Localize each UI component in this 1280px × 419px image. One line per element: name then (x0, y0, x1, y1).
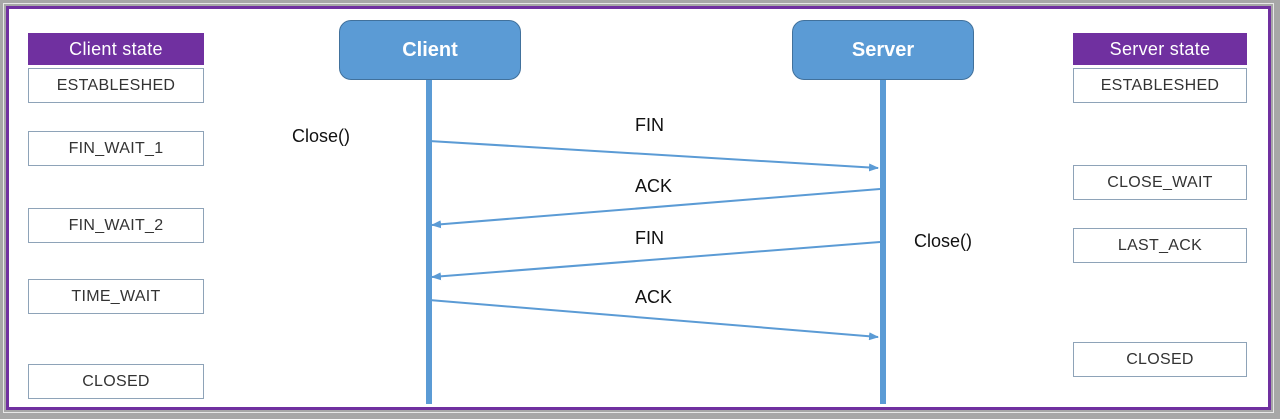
outer-frame (3, 3, 1274, 413)
client-actor: Client (339, 20, 521, 80)
server-actor: Server (792, 20, 974, 80)
message-label-ack-2: ACK (635, 287, 673, 307)
message-label-fin-2: FIN (635, 228, 664, 248)
ack-arrow-client-to-server (428, 299, 879, 341)
server-state-close-wait: CLOSE_WAIT (1073, 165, 1247, 200)
client-state-closed: CLOSED (28, 364, 204, 399)
client-state-established: ESTABLESHED (28, 68, 204, 103)
client-state-fin-wait-1: FIN_WAIT_1 (28, 131, 204, 166)
server-state-last-ack: LAST_ACK (1073, 228, 1247, 263)
ack-arrow-server-to-client (431, 188, 881, 229)
server-close-call: Close() (914, 231, 973, 251)
client-state-time-wait: TIME_WAIT (28, 279, 204, 314)
diagram-frame (6, 6, 1271, 410)
server-state-closed: CLOSED (1073, 342, 1247, 377)
fin-arrow-client-to-server (428, 140, 879, 172)
server-lifeline (880, 78, 886, 404)
message-label-fin-1: FIN (635, 115, 664, 135)
client-state-fin-wait-2: FIN_WAIT_2 (28, 208, 204, 243)
client-state-header: Client state (28, 33, 204, 65)
client-lifeline (426, 78, 432, 404)
client-close-call: Close() (292, 126, 351, 146)
server-state-header: Server state (1073, 33, 1247, 65)
server-state-established: ESTABLESHED (1073, 68, 1247, 103)
fin-arrow-server-to-client (431, 241, 881, 281)
message-label-ack-1: ACK (635, 176, 673, 196)
